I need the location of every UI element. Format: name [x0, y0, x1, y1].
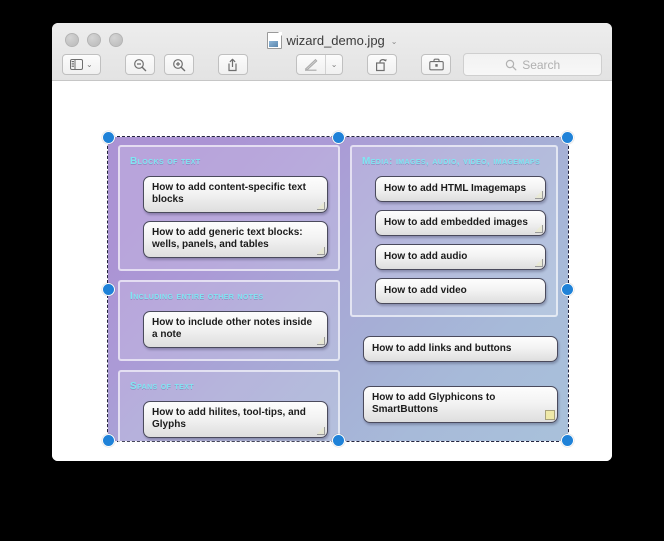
- zoom-button[interactable]: [109, 33, 123, 47]
- diagram-content: Blocks of text How to add content-specif…: [108, 137, 568, 451]
- jpeg-document-icon: [266, 32, 282, 49]
- resize-handle-bottom-center[interactable]: [332, 434, 345, 447]
- loose-button-list: How to add links and buttons How to add …: [350, 336, 558, 423]
- panel-including-entire-other-notes: Including entire other notes How to incl…: [118, 280, 340, 361]
- left-column: Blocks of text How to add content-specif…: [118, 145, 340, 451]
- window-title-bar: wizard_demo.jpg ⌄ ⌄: [52, 23, 612, 81]
- smart-button[interactable]: How to add links and buttons: [363, 336, 558, 362]
- markup-pen-icon: [304, 58, 318, 71]
- smart-button[interactable]: How to include other notes inside a note: [143, 311, 328, 348]
- resize-handle-middle-left[interactable]: [102, 283, 115, 296]
- smart-button[interactable]: How to add hilites, tool-tips, and Glyph…: [143, 401, 328, 438]
- resize-handle-middle-right[interactable]: [561, 283, 574, 296]
- traffic-light-group: [65, 33, 123, 47]
- close-button[interactable]: [65, 33, 79, 47]
- share-icon: [226, 58, 239, 72]
- sidebar-toggle-button[interactable]: ⌄: [62, 54, 101, 75]
- button-list: How to add content-specific text blocks …: [130, 176, 328, 258]
- share-button[interactable]: [217, 54, 248, 75]
- panel-title: Media: images, audio, video, Imagemaps: [362, 156, 541, 167]
- panel-title: Including entire other notes: [130, 291, 264, 302]
- selected-image[interactable]: Blocks of text How to add content-specif…: [102, 131, 574, 451]
- resize-handle-bottom-right[interactable]: [561, 434, 574, 447]
- zoom-out-button[interactable]: [124, 54, 155, 75]
- resize-handle-bottom-left[interactable]: [102, 434, 115, 447]
- markup-options-button[interactable]: ⌄: [324, 55, 343, 74]
- chevron-down-icon[interactable]: ⌄: [86, 59, 93, 69]
- panel-media: Media: images, audio, video, Imagemaps H…: [350, 145, 558, 317]
- smart-button[interactable]: How to add Glyphicons to SmartButtons: [363, 386, 558, 423]
- rotate-icon: [375, 58, 389, 72]
- resize-handle-top-left[interactable]: [102, 131, 115, 144]
- sidebar-toggle-icon: [70, 59, 83, 70]
- resize-handle-top-center[interactable]: [332, 131, 345, 144]
- toolbar: ⌄: [52, 49, 612, 80]
- markup-pen-button[interactable]: [297, 55, 325, 74]
- button-list: How to add HTML Imagemaps How to add emb…: [362, 176, 546, 304]
- preview-window: wizard_demo.jpg ⌄ ⌄: [52, 23, 612, 461]
- button-list: How to include other notes inside a note: [130, 311, 328, 348]
- smart-button[interactable]: How to add generic text blocks: wells, p…: [143, 221, 328, 258]
- markup-button-group[interactable]: ⌄: [295, 54, 344, 75]
- window-title: wizard_demo.jpg ⌄: [52, 32, 612, 49]
- resize-handle-top-right[interactable]: [561, 131, 574, 144]
- chevron-down-icon: ⌄: [330, 59, 338, 69]
- search-input[interactable]: Search: [522, 57, 561, 72]
- zoom-out-icon: [133, 58, 147, 72]
- toolkit-icon: [429, 58, 444, 71]
- button-list: How to add hilites, tool-tips, and Glyph…: [130, 401, 328, 438]
- page-title: wizard_demo.jpg: [286, 33, 385, 48]
- panel-spans-of-text: Spans of text How to add hilites, tool-t…: [118, 370, 340, 451]
- smart-button[interactable]: How to add embedded images: [375, 210, 546, 236]
- zoom-in-icon: [172, 58, 186, 72]
- rotate-button[interactable]: [367, 54, 398, 75]
- panel-blocks-of-text: Blocks of text How to add content-specif…: [118, 145, 340, 271]
- image-canvas[interactable]: Blocks of text How to add content-specif…: [52, 81, 612, 461]
- spacer: [363, 370, 558, 378]
- right-column: Media: images, audio, video, Imagemaps H…: [350, 145, 558, 433]
- minimize-button[interactable]: [87, 33, 101, 47]
- smart-button[interactable]: How to add video: [375, 278, 546, 304]
- search-icon: [505, 59, 517, 71]
- chevron-down-icon[interactable]: ⌄: [390, 37, 398, 46]
- smart-button[interactable]: How to add HTML Imagemaps: [375, 176, 546, 202]
- panel-title: Blocks of text: [130, 156, 201, 167]
- smart-button[interactable]: How to add content-specific text blocks: [143, 176, 328, 213]
- panel-title: Spans of text: [130, 381, 194, 392]
- search-field[interactable]: Search: [463, 53, 602, 76]
- smart-button[interactable]: How to add audio: [375, 244, 546, 270]
- toolkit-button[interactable]: [421, 54, 452, 75]
- zoom-in-button[interactable]: [163, 54, 194, 75]
